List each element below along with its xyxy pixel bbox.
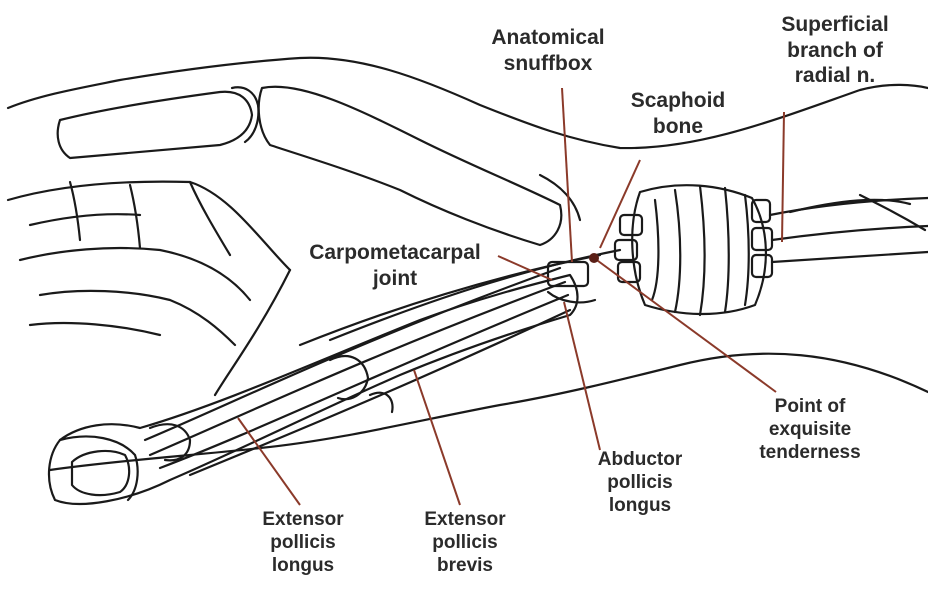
label-superficial-branch-radial-nerve: Superficial branch of radial n. xyxy=(760,12,910,89)
thumb-nail xyxy=(72,451,129,495)
palm-contour xyxy=(215,270,290,395)
leader-abductor-pollicis-longus xyxy=(564,302,600,450)
finger-fold-4 xyxy=(40,291,235,345)
leader-extensor-pollicis-longus xyxy=(238,418,300,505)
leader-extensor-pollicis-brevis xyxy=(414,370,460,505)
label-point-of-exquisite-tenderness: Point of exquisite tenderness xyxy=(730,395,890,465)
label-extensor-pollicis-brevis: Extensor pollicis brevis xyxy=(400,508,530,578)
finger-fold-5 xyxy=(30,323,160,335)
tenderness-point-marker xyxy=(589,253,599,263)
label-anatomical-snuffbox: Anatomical snuffbox xyxy=(468,25,628,76)
leader-anatomical-snuffbox xyxy=(562,88,572,262)
index-phalanx xyxy=(58,92,252,158)
finger-fold-2 xyxy=(30,214,140,225)
label-scaphoid-bone: Scaphoid bone xyxy=(608,88,748,139)
finger-fold-1 xyxy=(8,182,290,270)
index-metacarpal xyxy=(259,87,562,245)
label-abductor-pollicis-longus: Abductor pollicis longus xyxy=(570,448,710,518)
leader-superficial-branch xyxy=(782,112,784,242)
label-extensor-pollicis-longus: Extensor pollicis longus xyxy=(238,508,368,578)
label-carpometacarpal-joint: Carpometacarpal joint xyxy=(290,240,500,291)
